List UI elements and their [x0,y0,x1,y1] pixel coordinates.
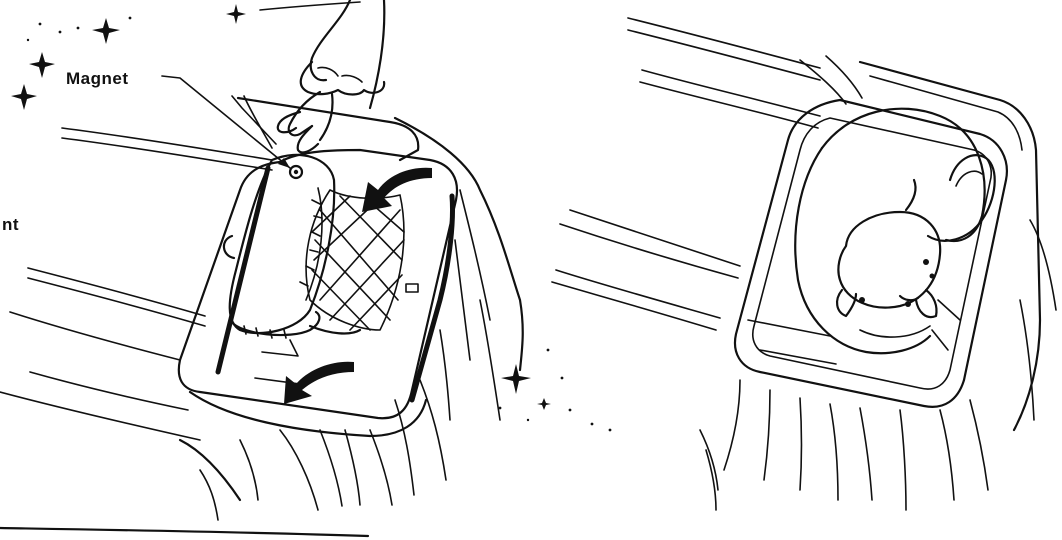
sparkle-star [92,18,120,44]
drape-folds-right [700,380,988,510]
left-panel: Magnet nt [0,0,523,536]
pet-bed-left [179,98,457,436]
sparkle-star [537,398,551,410]
pet-bed-right [735,56,1007,407]
bed-net [306,190,404,330]
hand-closing-lid-icon [232,0,384,152]
sparkles-middle [499,349,612,432]
sparkle-star [29,52,55,78]
drape-folds-left [180,380,446,520]
magnet-leader-line [162,76,290,168]
magnet-callout: Magnet [66,69,290,168]
right-panel [499,18,1056,510]
sparkles-left [11,4,246,110]
curved-arrow-top [362,168,432,212]
panel-bottom-border [0,528,368,536]
cat-in-bed-icon [795,109,994,354]
curved-arrow-bottom [284,362,354,404]
sparkle-star [501,364,531,394]
sofa-lines-left [0,128,272,440]
cut-off-label: nt [2,215,19,234]
sparkle-star [226,4,246,24]
magnet-label: Magnet [66,69,129,88]
sparkle-star [11,84,37,110]
sofa-arm-right [860,62,1056,430]
sofa-arm-left [395,118,523,420]
